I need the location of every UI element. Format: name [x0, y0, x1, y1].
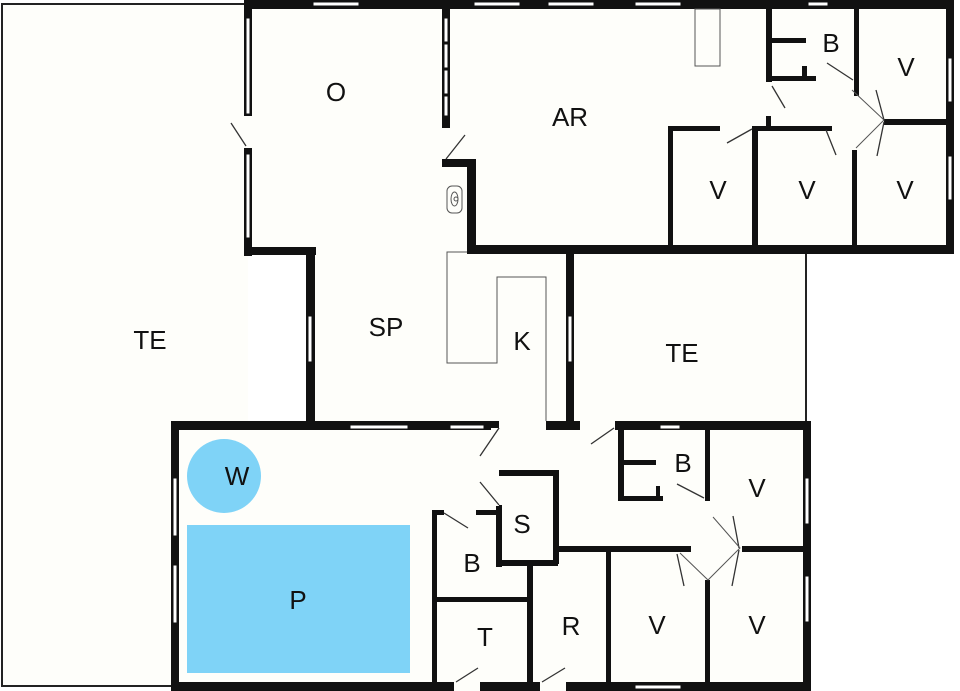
room-label-bedroom-top-2: V [798, 175, 816, 205]
whirlpool-icon [187, 439, 261, 513]
room-label-dining: SP [369, 312, 404, 342]
room-label-living: AR [552, 102, 588, 132]
room-label-bedroom-top-1: V [709, 175, 727, 205]
terrace-right-area [572, 252, 807, 424]
room-label-toilet: T [477, 622, 493, 652]
water-features [187, 439, 410, 673]
windows [172, 1, 953, 690]
room-labels: TE O AR B V V V V SP K TE W P S B T R B … [133, 28, 915, 652]
room-label-bedroom-bottom-1: V [648, 610, 666, 640]
room-label-terrace-left: TE [133, 325, 166, 355]
fixtures [446, 8, 721, 421]
fireplace-icon [694, 8, 721, 67]
pool-basin [187, 525, 410, 673]
room-label-bedroom-top-3: V [896, 175, 914, 205]
room-label-whirlpool: W [225, 461, 250, 491]
room-label-utility: R [562, 611, 581, 641]
room-label-terrace-right: TE [665, 338, 698, 368]
room-label-bedroom-bottom-right-top: V [748, 473, 766, 503]
room-label-pool: P [289, 585, 306, 615]
room-label-bedroom-bottom-2: V [748, 610, 766, 640]
door-swings [230, 62, 885, 683]
room-label-bedroom-top-right: V [897, 52, 915, 82]
room-label-sauna: S [513, 509, 530, 539]
stove-icon [446, 185, 463, 214]
room-label-bath-pool: B [463, 548, 480, 578]
room-label-bath-top: B [822, 28, 839, 58]
room-label-kitchen: K [513, 326, 531, 356]
room-label-bath-bottom: B [674, 448, 691, 478]
room-label-office: O [326, 77, 346, 107]
